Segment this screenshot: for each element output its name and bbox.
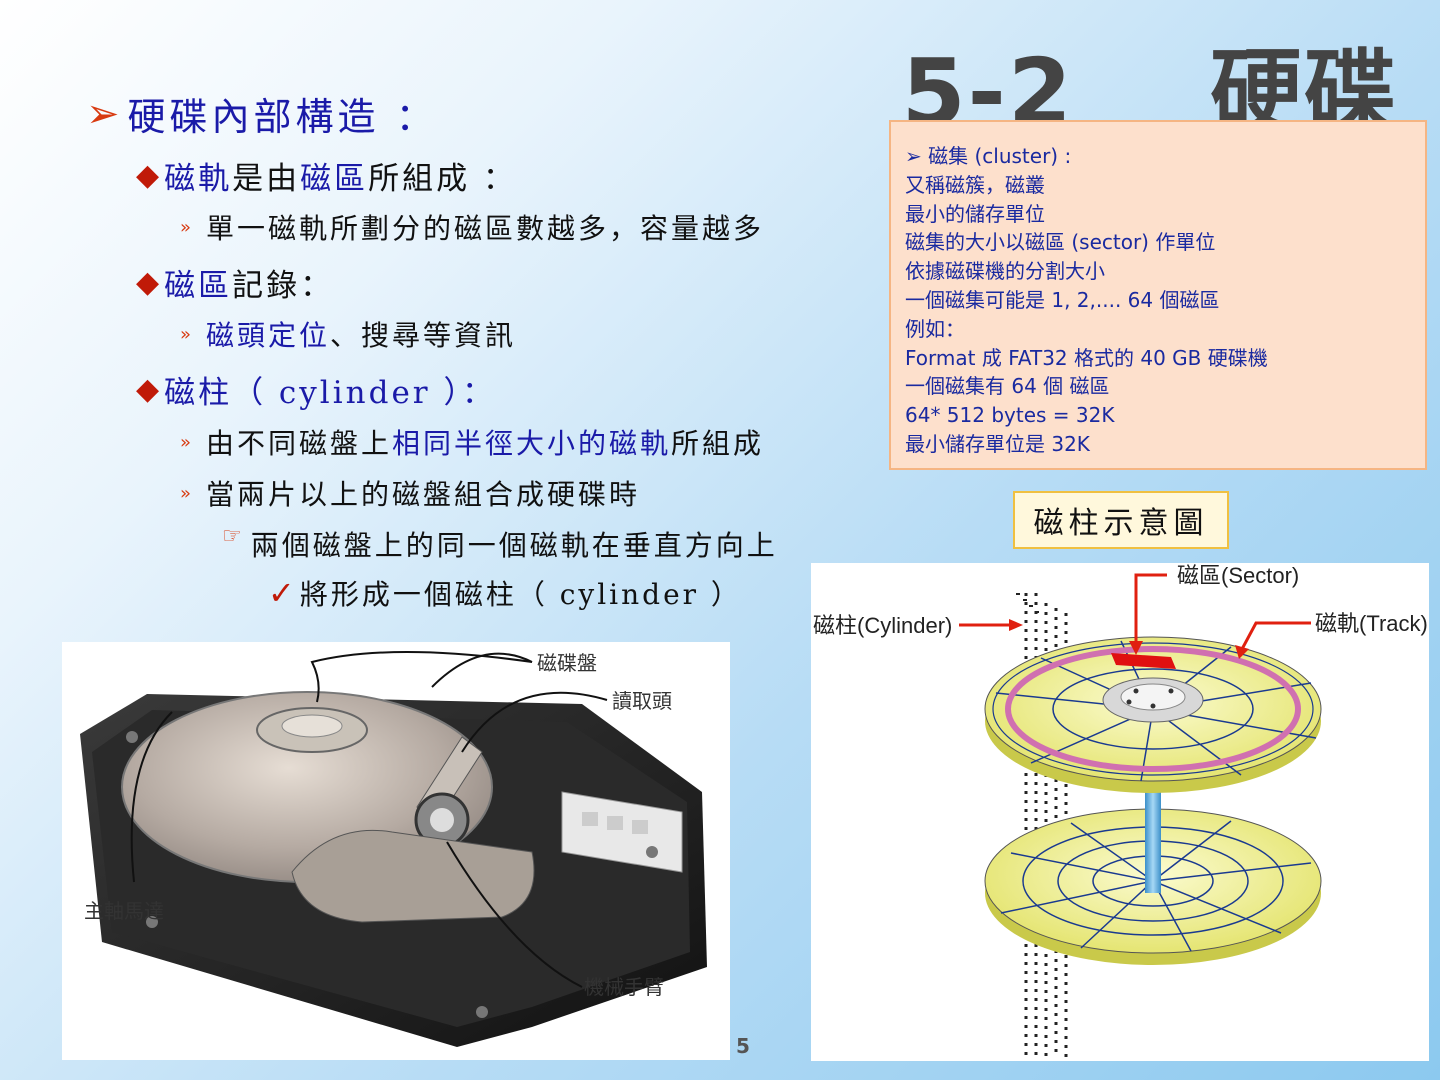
checkmark-icon: ✓ <box>268 574 298 612</box>
info-line: 一個磁集可能是 1, 2,.... 64 個磁區 <box>905 287 1220 312</box>
outline-subitem: » 當兩片以上的磁盤組合成硬碟時 <box>180 473 640 513</box>
subitem-text: 由不同磁盤上 <box>206 427 393 460</box>
info-line: ➢ 磁集 (cluster) : <box>905 144 1072 168</box>
chevron-bullet-icon: » <box>180 216 195 238</box>
info-line: 磁集的大小以磁區 (sector) 作單位 <box>905 230 1216 255</box>
outline-subsubitem: ☞ 兩個磁盤上的同一個磁軌在垂直方向上 <box>222 524 778 564</box>
label-actuator-arm: 機械手臂 <box>584 975 664 999</box>
info-line: 又稱磁簇，磁叢 <box>905 172 1045 197</box>
cylinder-diagram: 磁區(Sector) 磁柱(Cylinder) 磁軌(Track) <box>811 563 1429 1061</box>
label-cylinder: 磁柱(Cylinder) <box>813 613 952 638</box>
result-text: 將形成一個磁柱（ cylinder ） <box>299 578 742 611</box>
item-text: 記錄： <box>232 268 335 304</box>
label-sector: 磁區(Sector) <box>1177 563 1299 588</box>
info-line: 一個磁集有 64 個 磁區 <box>905 374 1110 399</box>
sector-wedge <box>1111 653 1176 669</box>
subsubitem-text: 兩個磁盤上的同一個磁軌在垂直方向上 <box>250 529 778 562</box>
term-sector: 磁區 <box>164 268 233 304</box>
label-platter: 磁碟盤 <box>537 651 597 675</box>
hard-disk-photo: 磁碟盤 讀取頭 主軸馬達 機械手臂 <box>62 642 730 1060</box>
outline-subitem: » 磁頭定位 、搜尋等資訊 <box>180 314 516 354</box>
term-cylinder: 磁柱（ cylinder ）： <box>164 375 496 411</box>
term-track: 磁軌 <box>164 161 233 197</box>
term-head-position: 磁頭定位 <box>206 319 331 352</box>
outline-subitem: » 單一磁軌所劃分的磁區數越多，容量越多 <box>180 207 764 247</box>
subitem-text: 單一磁軌所劃分的磁區數越多，容量越多 <box>206 212 765 245</box>
page-number: 5 <box>736 1034 750 1058</box>
chevron-bullet-icon: » <box>180 323 195 345</box>
label-track: 磁軌(Track) <box>1315 611 1428 636</box>
info-line: 64* 512 bytes = 32K <box>905 403 1115 428</box>
chevron-bullet-icon: » <box>180 482 195 504</box>
diamond-bullet-icon: ◆ <box>136 158 163 193</box>
cluster-info-box: ➢ 磁集 (cluster) : 又稱磁簇，磁叢 最小的儲存單位 磁集的大小以磁… <box>889 120 1427 470</box>
info-line: 依據磁碟機的分割大小 <box>905 259 1105 284</box>
item-text: 是由 <box>232 161 301 197</box>
outline-subitem: » 由不同磁盤上 相同半徑大小的磁軌 所組成 <box>180 422 764 462</box>
magnet-cover <box>291 829 535 923</box>
diamond-bullet-icon: ◆ <box>136 372 163 407</box>
subitem-text: 、搜尋等資訊 <box>330 319 517 352</box>
label-spindle-motor: 主軸馬達 <box>84 899 164 923</box>
track-ring <box>1005 646 1301 772</box>
info-line: 最小的儲存單位 <box>905 201 1045 226</box>
term-same-radius-track: 相同半徑大小的磁軌 <box>392 427 672 460</box>
outline-item-cylinder: ◆ 磁柱（ cylinder ）： <box>136 367 496 412</box>
chevron-bullet-icon: » <box>180 431 195 453</box>
heading-text: 硬碟內部構造 ： <box>127 95 438 139</box>
outline-subsubsubitem: ✓ 將形成一個磁柱（ cylinder ） <box>268 573 742 613</box>
diagram-caption: 磁柱示意圖 <box>1013 491 1229 549</box>
info-line: 最小儲存單位是 32K <box>905 431 1090 456</box>
outline-heading: ➢ 硬碟內部構造 ： <box>86 86 438 141</box>
item-text: 所組成 ： <box>368 161 517 197</box>
diamond-bullet-icon: ◆ <box>136 265 163 300</box>
pointing-hand-icon: ☞ <box>222 523 245 549</box>
info-line: Format 成 FAT32 格式的 40 GB 硬碟機 <box>905 345 1268 370</box>
info-line: 例如： <box>905 316 965 341</box>
subitem-text: 所組成 <box>671 427 765 460</box>
term-sector: 磁區 <box>300 161 369 197</box>
subitem-text: 當兩片以上的磁盤組合成硬碟時 <box>206 478 641 511</box>
outline-item-sector: ◆ 磁區 記錄： <box>136 260 334 305</box>
label-read-head: 讀取頭 <box>612 689 672 713</box>
outline-item-track: ◆ 磁軌 是由 磁區 所組成 ： <box>136 153 517 198</box>
arrow-bullet-icon: ➢ <box>86 90 124 137</box>
